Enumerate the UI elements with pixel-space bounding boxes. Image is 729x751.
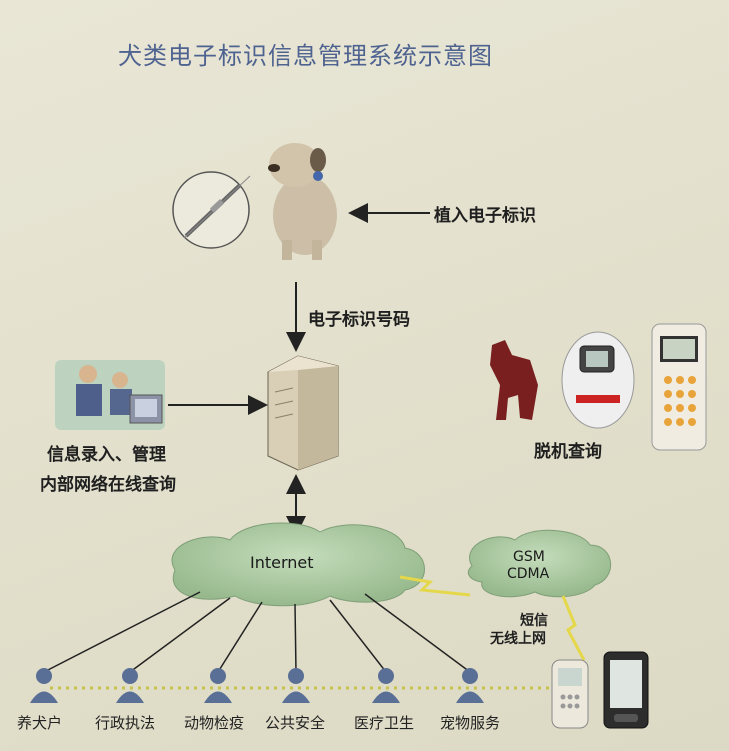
gsm-label: GSM bbox=[513, 549, 545, 565]
user-icon bbox=[372, 668, 400, 703]
chip-number-label: 电子标识号码 bbox=[308, 310, 410, 330]
offline-query-label: 脱机查询 bbox=[534, 442, 602, 462]
operators-icon bbox=[55, 360, 165, 430]
dog-icon bbox=[268, 143, 337, 260]
internet-cloud bbox=[171, 522, 425, 607]
user-label: 医疗卫生 bbox=[354, 714, 415, 732]
internet-label: Internet bbox=[250, 553, 314, 572]
user-label: 公共安全 bbox=[265, 714, 326, 732]
server-icon bbox=[267, 355, 339, 471]
mobile-phone-icon bbox=[551, 659, 589, 729]
user-icon bbox=[456, 668, 484, 703]
cdma-label: CDMA bbox=[507, 566, 550, 582]
user-icon bbox=[204, 668, 232, 703]
handheld-scanner-icon bbox=[651, 323, 707, 451]
user-icon bbox=[282, 668, 310, 703]
user-label: 养犬户 bbox=[17, 714, 63, 732]
gsm-cloud bbox=[467, 529, 611, 598]
user-links bbox=[43, 591, 471, 673]
wireless-link-icon bbox=[399, 575, 471, 597]
info-entry-label: 信息录入、管理 bbox=[47, 445, 166, 465]
user-icon bbox=[116, 668, 144, 703]
wireless-link-icon-2 bbox=[561, 595, 586, 661]
intranet-query-label: 内部网络在线查询 bbox=[40, 475, 176, 495]
implant-label: 植入电子标识 bbox=[434, 206, 536, 226]
user-icon bbox=[30, 668, 58, 703]
syringe-icon bbox=[172, 171, 251, 249]
wolf-icon bbox=[490, 340, 538, 420]
reader-device-icon bbox=[561, 331, 635, 429]
sms-label: 短信 bbox=[520, 613, 548, 629]
smartphone-icon bbox=[603, 651, 649, 729]
wireless-label: 无线上网 bbox=[490, 631, 546, 647]
user-label: 宠物服务 bbox=[440, 714, 501, 732]
diagram-title: 犬类电子标识信息管理系统示意图 bbox=[118, 42, 493, 70]
user-label: 行政执法 bbox=[95, 714, 156, 732]
user-label: 动物检疫 bbox=[184, 714, 245, 732]
